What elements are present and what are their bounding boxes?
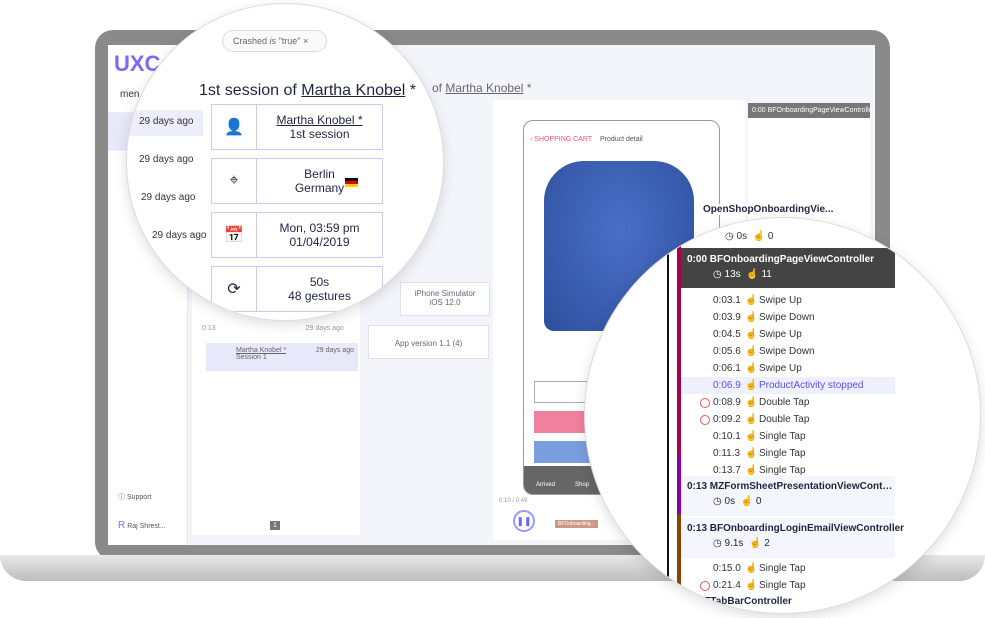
help-icon: ⓘ — [118, 494, 127, 501]
screen-item[interactable]: 0:13 BFOnboardingLoginEmailViewControlle… — [681, 518, 904, 558]
magnifier-timeline: ◷ 0s ☝ 0 0:00 BFOnboardingPageViewContro… — [585, 218, 980, 613]
gesture-icon: ☝ — [745, 346, 758, 357]
sidebar-item[interactable]: 29 days ago — [152, 230, 207, 241]
avatar: R — [118, 520, 126, 531]
frustration-icon — [700, 415, 710, 425]
screen-color-bar — [677, 218, 681, 613]
gesture-icon: ☝ — [745, 414, 758, 425]
sidebar-item[interactable]: 29 days ago — [139, 154, 194, 165]
bg-timeline-header: 0:00 BFOnboardingPageViewController — [748, 103, 870, 118]
time-readout: 0:10 / 0:49 — [499, 498, 528, 504]
gesture-icon: ☝ — [745, 329, 758, 340]
sidebar-item[interactable]: 29 days ago — [141, 192, 196, 203]
event-item[interactable]: 0:09.2☝Double Tap — [713, 411, 809, 428]
event-item[interactable]: 0:04.5☝Swipe Up — [713, 326, 802, 343]
event-item[interactable]: 0:03.1☝Swipe Up — [713, 292, 802, 309]
gesture-icon: ☝ — [745, 465, 758, 476]
event-item[interactable]: 0:11.3☝Single Tap — [713, 445, 806, 462]
event-item[interactable]: 0:21.4☝Single Tap — [713, 577, 806, 594]
support-link[interactable]: ⓘ Support — [118, 494, 152, 501]
gesture-icon: ☝ — [745, 431, 758, 442]
gesture-icon: ☝ — [745, 580, 758, 591]
user-icon: 👤 — [212, 105, 257, 149]
sidebar-selected-bg — [127, 110, 203, 136]
gesture-icon: ☝ — [745, 363, 758, 374]
gesture-icon: ☝ — [745, 397, 758, 408]
frustration-icon — [700, 581, 710, 591]
sidebar-item[interactable]: 29 days ago — [139, 116, 194, 127]
bg-title: of Martha Knobel * — [432, 81, 532, 95]
event-item[interactable]: 0:10.1☝Single Tap — [713, 428, 806, 445]
filter-chip[interactable]: Crashed is "true" × — [222, 30, 327, 52]
page-title: 1st session of Martha Knobel * — [199, 82, 417, 99]
close-icon[interactable]: × — [302, 36, 309, 46]
pause-button[interactable]: ❚❚ — [513, 510, 535, 532]
gesture-icon: ☝ — [745, 380, 758, 391]
event-item[interactable]: 0:05.6☝Swipe Down — [713, 343, 815, 360]
event-item[interactable]: 0:03.9☝Swipe Down — [713, 309, 815, 326]
screen-header-active[interactable]: 0:00 BFOnboardingPageViewController ◷ 13… — [681, 248, 895, 288]
event-item[interactable]: 0:06.9☝ProductActivity stopped — [681, 377, 895, 394]
location-pin-icon: ⌖ — [212, 159, 257, 203]
page-1[interactable]: 1 — [270, 521, 280, 530]
gesture-icon: ☝ — [745, 448, 758, 459]
magnifier-session-details: 1st session of Martha Knobel * 29 days a… — [127, 4, 443, 320]
event-item[interactable]: 0:13.7☝Single Tap — [713, 462, 806, 479]
timeline-segment[interactable]: BFOnboarding... — [555, 520, 598, 528]
bg-card-app-version: App version 1.1 (4) — [368, 325, 489, 359]
user-link[interactable]: Martha Knobel — [301, 82, 406, 99]
event-item[interactable]: 0:08.9☝Double Tap — [713, 394, 809, 411]
screen-meta: ◷ 0s ☝ 0 — [725, 231, 774, 242]
gesture-icon: ☝ — [745, 563, 758, 574]
card-user: 👤Martha Knobel *1st session — [211, 104, 383, 150]
replay-icon: ⟳ — [212, 267, 257, 311]
screen-name-prev[interactable]: OpenShopOnboardingVie... — [700, 204, 837, 215]
screen-item[interactable]: BFTabBarController — [697, 596, 792, 607]
frustration-icon — [700, 398, 710, 408]
gesture-icon: ☝ — [745, 295, 758, 306]
calendar-icon: 📅 — [212, 213, 257, 257]
gesture-icon: ☝ — [745, 312, 758, 323]
event-item[interactable]: 0:15.0☝Single Tap — [713, 560, 806, 577]
germany-flag-icon — [345, 178, 358, 187]
back-link[interactable]: ‹ SHOPPING CART Product detail — [530, 136, 643, 143]
event-item[interactable]: 0:06.1☝Swipe Up — [713, 360, 802, 377]
user-menu[interactable]: R Raj Shrest... — [118, 520, 166, 531]
screen-item[interactable]: 0:13 MZFormSheetPresentationViewContro..… — [681, 476, 895, 516]
